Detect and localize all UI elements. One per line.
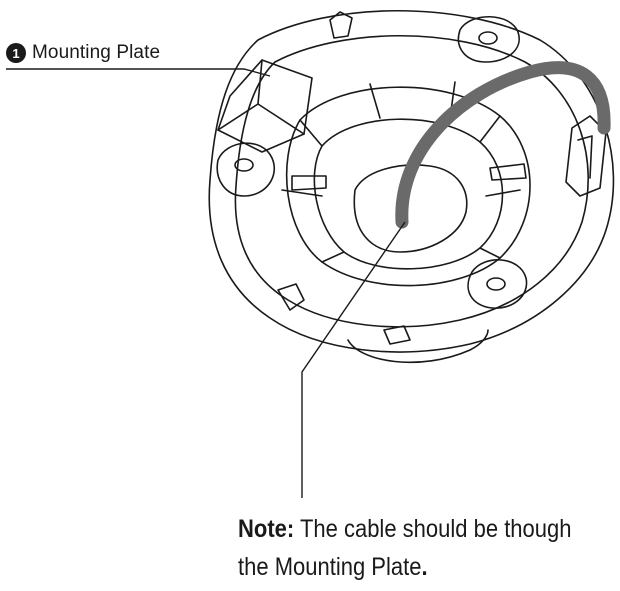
rib — [485, 189, 521, 197]
rim-tab — [291, 175, 327, 191]
top-lug-hole — [478, 31, 498, 45]
note-line-1: Note: The cable should be though — [238, 510, 574, 548]
rib — [299, 119, 323, 147]
note-line-2-end: . — [421, 553, 428, 581]
cable — [395, 61, 611, 229]
mounting-plate-callout: 1 Mounting Plate — [6, 42, 160, 64]
rim-tab — [383, 325, 411, 345]
rib — [321, 251, 345, 263]
plate-skirt — [347, 329, 489, 364]
top-lug — [457, 15, 520, 63]
cable-clip — [565, 115, 607, 197]
note-line-1-text: The cable should be though — [299, 515, 572, 543]
rib — [479, 115, 501, 143]
plate-outer-rim — [208, 9, 615, 353]
note-text: Note: The cable should be though the Mou… — [238, 510, 574, 586]
rib — [479, 247, 501, 259]
rim-tab — [329, 11, 353, 39]
note-line-2: the Mounting Plate. — [238, 548, 574, 586]
bowl-ring-3 — [353, 164, 468, 253]
rib — [281, 189, 323, 197]
note-line-2-text: the Mounting Plate — [238, 553, 422, 581]
rib — [369, 83, 381, 119]
left-lug — [216, 142, 276, 197]
callout-label: Mounting Plate — [32, 42, 161, 63]
rim-tab — [489, 163, 527, 181]
callout-number-badge: 1 — [6, 43, 26, 63]
left-lug-hole — [234, 158, 254, 172]
note-prefix: Note: — [238, 515, 295, 543]
bottom-lug — [467, 259, 528, 309]
rim-tab — [277, 283, 305, 311]
note-leader — [301, 221, 406, 498]
callout-leader — [6, 68, 271, 77]
bottom-lug-hole — [486, 277, 506, 291]
